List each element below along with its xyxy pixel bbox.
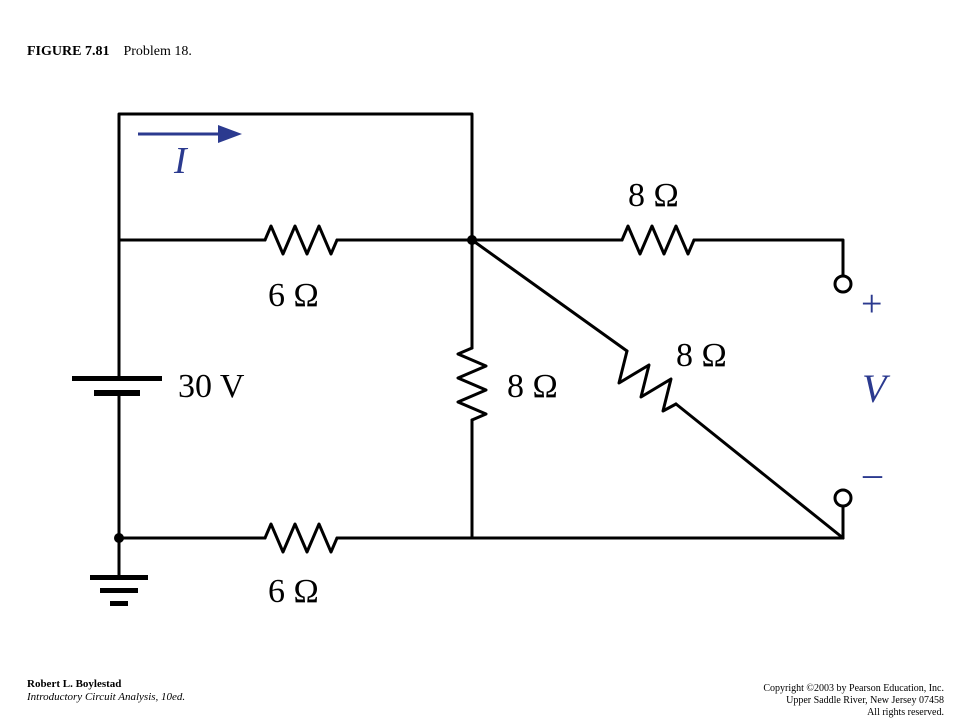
voltage-label: V bbox=[862, 366, 891, 411]
figure-caption: FIGURE 7.81 Problem 18. bbox=[27, 44, 192, 60]
resistor-8-ohm-vertical bbox=[456, 346, 488, 422]
label-resistor-8-ohm-vertical: 8 Ω bbox=[507, 368, 558, 405]
voltage-minus-sign: – bbox=[862, 453, 883, 495]
junction-dot-top bbox=[467, 235, 477, 245]
current-label: I bbox=[173, 140, 189, 182]
label-source-voltage: 30 V bbox=[178, 368, 245, 405]
rights-line: All rights reserved. bbox=[867, 707, 944, 718]
resistor-6-ohm-bottom bbox=[263, 522, 339, 554]
terminal-minus bbox=[833, 488, 853, 508]
battery-symbol bbox=[72, 376, 162, 396]
label-resistor-8-ohm-top-right: 8 Ω bbox=[628, 177, 679, 214]
voltage-plus-sign: + bbox=[861, 283, 882, 325]
address-line: Upper Saddle River, New Jersey 07458 bbox=[786, 695, 944, 706]
top-loop-wire bbox=[117, 112, 474, 242]
footer-credits: Robert L. Boylestad Introductory Circuit… bbox=[27, 678, 185, 704]
label-resistor-6-ohm-top: 6 Ω bbox=[268, 277, 319, 314]
ground-symbol bbox=[90, 575, 148, 606]
resistor-8-ohm-diagonal bbox=[617, 349, 678, 413]
copyright-line: Copyright ©2003 by Pearson Education, In… bbox=[763, 683, 944, 694]
label-resistor-8-ohm-diagonal: 8 Ω bbox=[676, 337, 727, 374]
resistor-8-ohm-top-right bbox=[620, 224, 696, 256]
current-arrow-icon bbox=[138, 125, 242, 143]
diagonal-wire-lower bbox=[674, 402, 845, 540]
author-name: Robert L. Boylestad bbox=[27, 678, 122, 690]
right-wire-2 bbox=[692, 238, 845, 278]
diagonal-wire-upper bbox=[470, 238, 629, 353]
footer-copyright: Copyright ©2003 by Pearson Education, In… bbox=[763, 683, 944, 719]
figure-title: Problem 18. bbox=[123, 44, 192, 59]
book-title: Introductory Circuit Analysis, 10ed. bbox=[27, 691, 186, 703]
figure-number: FIGURE 7.81 bbox=[27, 44, 110, 59]
resistor-6-ohm-top bbox=[263, 224, 339, 256]
junction-dot-ground bbox=[114, 533, 124, 543]
label-resistor-6-ohm-bottom: 6 Ω bbox=[268, 573, 319, 610]
terminal-plus bbox=[833, 274, 853, 294]
